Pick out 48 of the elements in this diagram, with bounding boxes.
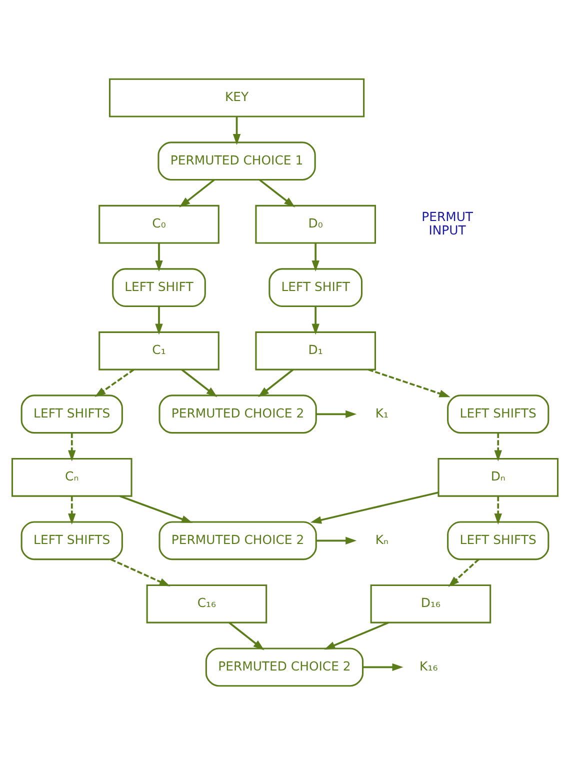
arrow	[232, 116, 241, 145]
node-box: LEFT SHIFTS	[447, 521, 550, 560]
arrow	[228, 622, 264, 650]
node-box: Dₙ	[438, 458, 559, 497]
arrow	[310, 492, 439, 524]
arrow	[368, 368, 450, 398]
arrow	[155, 306, 163, 335]
node-box: LEFT SHIFTS	[447, 394, 550, 434]
arrow	[494, 432, 502, 462]
arrow	[363, 663, 404, 672]
node-box: D₀	[255, 204, 376, 244]
arrow	[259, 179, 296, 208]
arrow	[94, 368, 134, 398]
arrow	[494, 496, 502, 525]
arrow	[155, 243, 163, 272]
node-box: LEFT SHIFT	[268, 268, 363, 308]
node-box: C₁₆	[146, 584, 268, 624]
arrow	[316, 410, 357, 418]
arrow	[110, 558, 170, 586]
node-box: D₁₆	[370, 584, 492, 624]
arrow	[179, 179, 215, 208]
arrow	[68, 432, 76, 462]
arrow	[68, 496, 76, 525]
node-box: C₀	[98, 204, 220, 244]
arrow	[316, 536, 357, 545]
arrow	[312, 243, 320, 272]
label: INPUT	[428, 222, 466, 238]
arrow	[258, 368, 294, 398]
arrow	[448, 558, 480, 587]
node-box: PERMUTED CHOICE 1	[158, 142, 316, 181]
node-box: PERMUTED CHOICE 2	[158, 394, 317, 434]
arrow	[324, 622, 389, 650]
node-text: K₁	[375, 405, 389, 420]
node-text: K₁₆	[420, 658, 438, 674]
label: PERMUT	[422, 208, 474, 224]
arrow	[181, 368, 218, 398]
node-text: Kₙ	[375, 532, 389, 547]
arrow	[312, 306, 320, 335]
arrow	[120, 495, 193, 523]
node-box: KEY	[108, 78, 365, 118]
node-box: LEFT SHIFTS	[20, 394, 123, 434]
node-box: C₁	[98, 331, 220, 370]
node-box: LEFT SHIFTS	[20, 521, 123, 560]
node-box: Cₙ	[11, 458, 132, 497]
node-box: LEFT SHIFT	[112, 268, 206, 308]
node-box: PERMUTED CHOICE 2	[158, 521, 317, 560]
node-box: D₁	[255, 331, 376, 370]
node-box: PERMUTED CHOICE 2	[205, 648, 364, 687]
